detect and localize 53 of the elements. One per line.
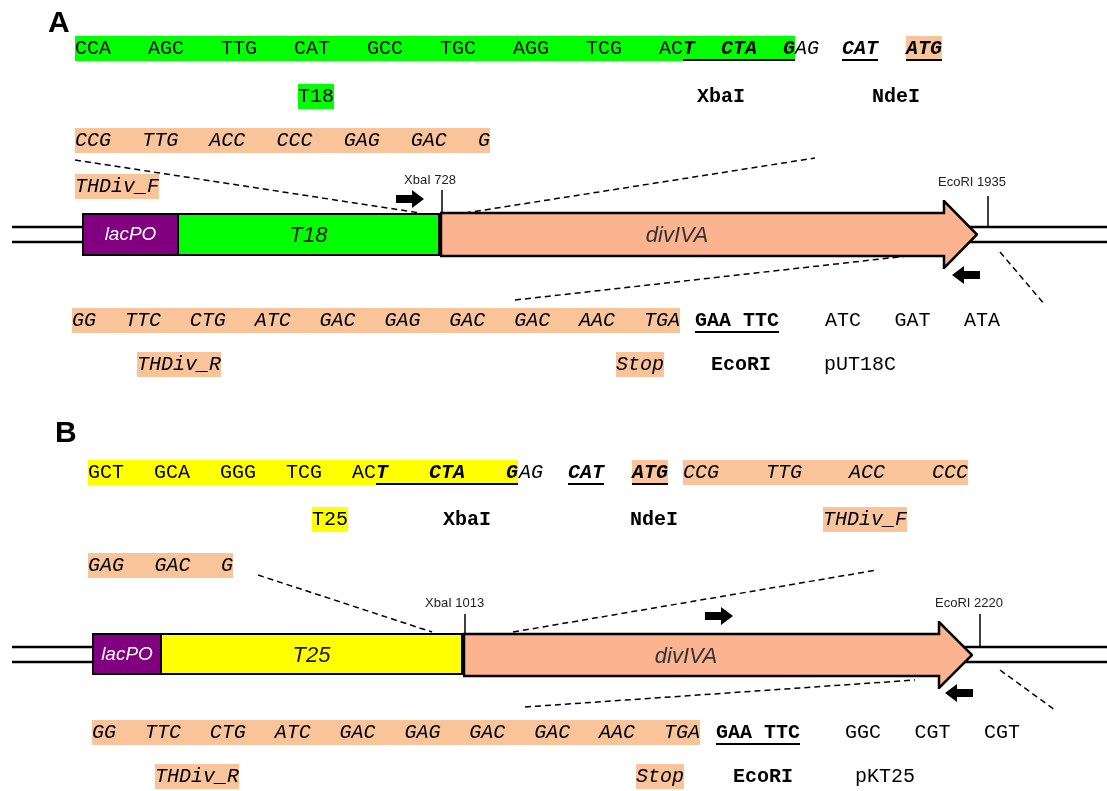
primer-label: THDiv_F (75, 174, 159, 199)
panel-label: B (55, 414, 77, 450)
restriction-site-label: XbaI (697, 84, 745, 109)
feature-label: T25 (312, 507, 348, 532)
dna-sequence: GAA TTC (716, 720, 800, 745)
primer-label: THDiv_R (137, 352, 221, 377)
dna-sequence: AG (519, 460, 543, 485)
gene-name: lacPO (104, 222, 157, 247)
dna-sequence: GG TTC CTG ATC GAC GAG GAC GAC AAC TGA (92, 720, 700, 745)
dna-sequence: CCA AGC TTG CAT GCC TGC AGG TCG AC (75, 36, 683, 61)
restriction-site-label: NdeI (630, 507, 678, 532)
stop-codon-label: Stop (636, 764, 684, 789)
gene-arrow (440, 200, 978, 269)
gene-name: lacPO (101, 641, 153, 666)
plasmid-label: pKT25 (855, 764, 915, 789)
stop-codon-label: Stop (616, 352, 664, 377)
dna-sequence: T CTA G (376, 460, 518, 485)
restriction-site-label: EcoRI (733, 764, 793, 789)
dna-sequence: T CTA G (683, 36, 795, 61)
dna-sequence: GAA TTC (695, 308, 779, 333)
dna-sequence: CAT (568, 460, 604, 485)
dna-sequence: CAT (842, 36, 878, 61)
promoter-box (92, 633, 162, 675)
dna-sequence: ATG (906, 36, 942, 61)
dna-sequence: GAG GAC G (88, 553, 233, 578)
dna-sequence: ATG (632, 460, 668, 485)
tag-box (179, 213, 440, 256)
plasmid-label: pUT18C (824, 352, 896, 377)
gene-name: T18 (289, 221, 328, 249)
promoter-box (82, 213, 179, 256)
site-position-label: XbaI 1013 (425, 595, 485, 611)
site-position-label: EcoRI 1935 (938, 174, 1006, 190)
site-position-label: EcoRI 2220 (935, 595, 1003, 611)
dna-sequence: GGC CGT CGT (845, 720, 1020, 745)
tag-box (162, 633, 463, 675)
dna-sequence: GCT GCA GGG TCG AC (88, 460, 376, 485)
dna-sequence: AG (795, 36, 819, 61)
dna-sequence: GG TTC CTG ATC GAC GAG GAC GAC AAC TGA (72, 308, 680, 333)
restriction-site-label: NdeI (872, 84, 920, 109)
gene-arrow (463, 621, 973, 689)
dna-sequence: CCG TTG ACC CCC (683, 460, 968, 485)
dna-sequence: ATC GAT ATA (825, 308, 1000, 333)
gene-name: divIVA (654, 641, 718, 670)
feature-label: T18 (298, 84, 334, 109)
gene-name: divIVA (645, 221, 709, 249)
gene-name: T25 (292, 640, 331, 669)
dna-sequence: CCG TTG ACC CCC GAG GAC G (75, 128, 490, 153)
restriction-site-label: EcoRI (711, 352, 771, 377)
restriction-site-label: XbaI (443, 507, 491, 532)
primer-label: THDiv_R (155, 764, 239, 789)
site-position-label: XbaI 728 (404, 172, 457, 188)
panel-label: A (48, 4, 70, 40)
primer-label: THDiv_F (823, 507, 907, 532)
